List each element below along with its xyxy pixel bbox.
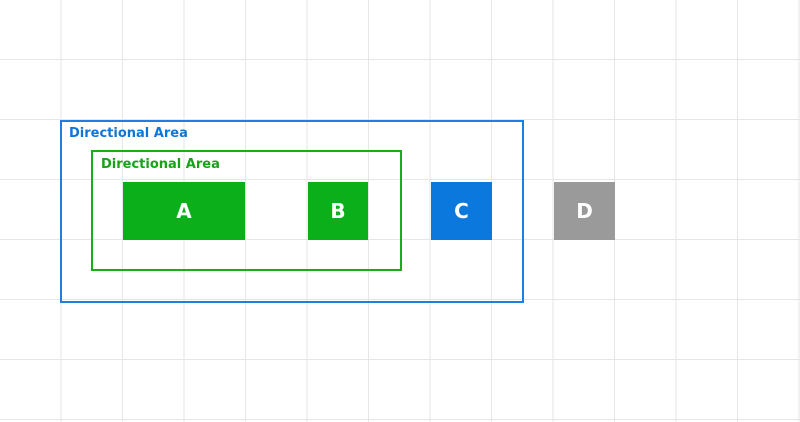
- tile-a[interactable]: A: [123, 182, 245, 240]
- tile-d[interactable]: D: [554, 182, 615, 240]
- inner-directional-area: [91, 150, 402, 271]
- inner-directional-area-label: Directional Area: [101, 157, 220, 172]
- outer-directional-area: [60, 120, 524, 303]
- tile-c[interactable]: C: [431, 182, 492, 240]
- outer-directional-area-label: Directional Area: [69, 126, 188, 141]
- tile-b[interactable]: B: [308, 182, 368, 240]
